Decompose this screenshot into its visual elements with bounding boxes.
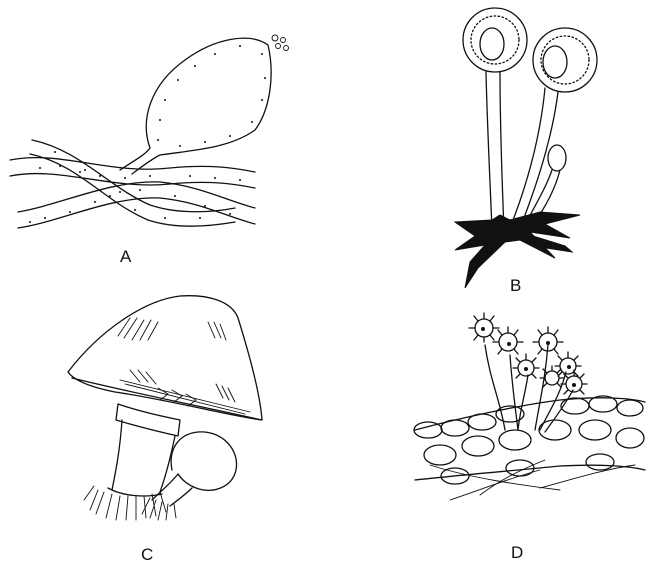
sporangium-b-left <box>463 8 527 230</box>
panel-d-drawing <box>414 313 645 500</box>
mushroom-button <box>142 432 237 520</box>
mushroom-cap <box>68 296 262 420</box>
sporangium-a <box>120 35 289 174</box>
panel-label-c: C <box>141 545 153 565</box>
host-cell-layer <box>414 396 645 500</box>
panel-b-drawing <box>455 8 597 288</box>
hypha-strands <box>10 140 255 228</box>
panel-label-b: B <box>510 276 521 296</box>
panel-a-drawing <box>10 35 289 228</box>
sporangium-b-right <box>510 28 597 228</box>
panel-c-drawing <box>68 296 262 520</box>
panel-label-d: D <box>511 543 523 563</box>
mushroom-stem <box>84 404 180 520</box>
panel-label-a: A <box>120 247 131 267</box>
